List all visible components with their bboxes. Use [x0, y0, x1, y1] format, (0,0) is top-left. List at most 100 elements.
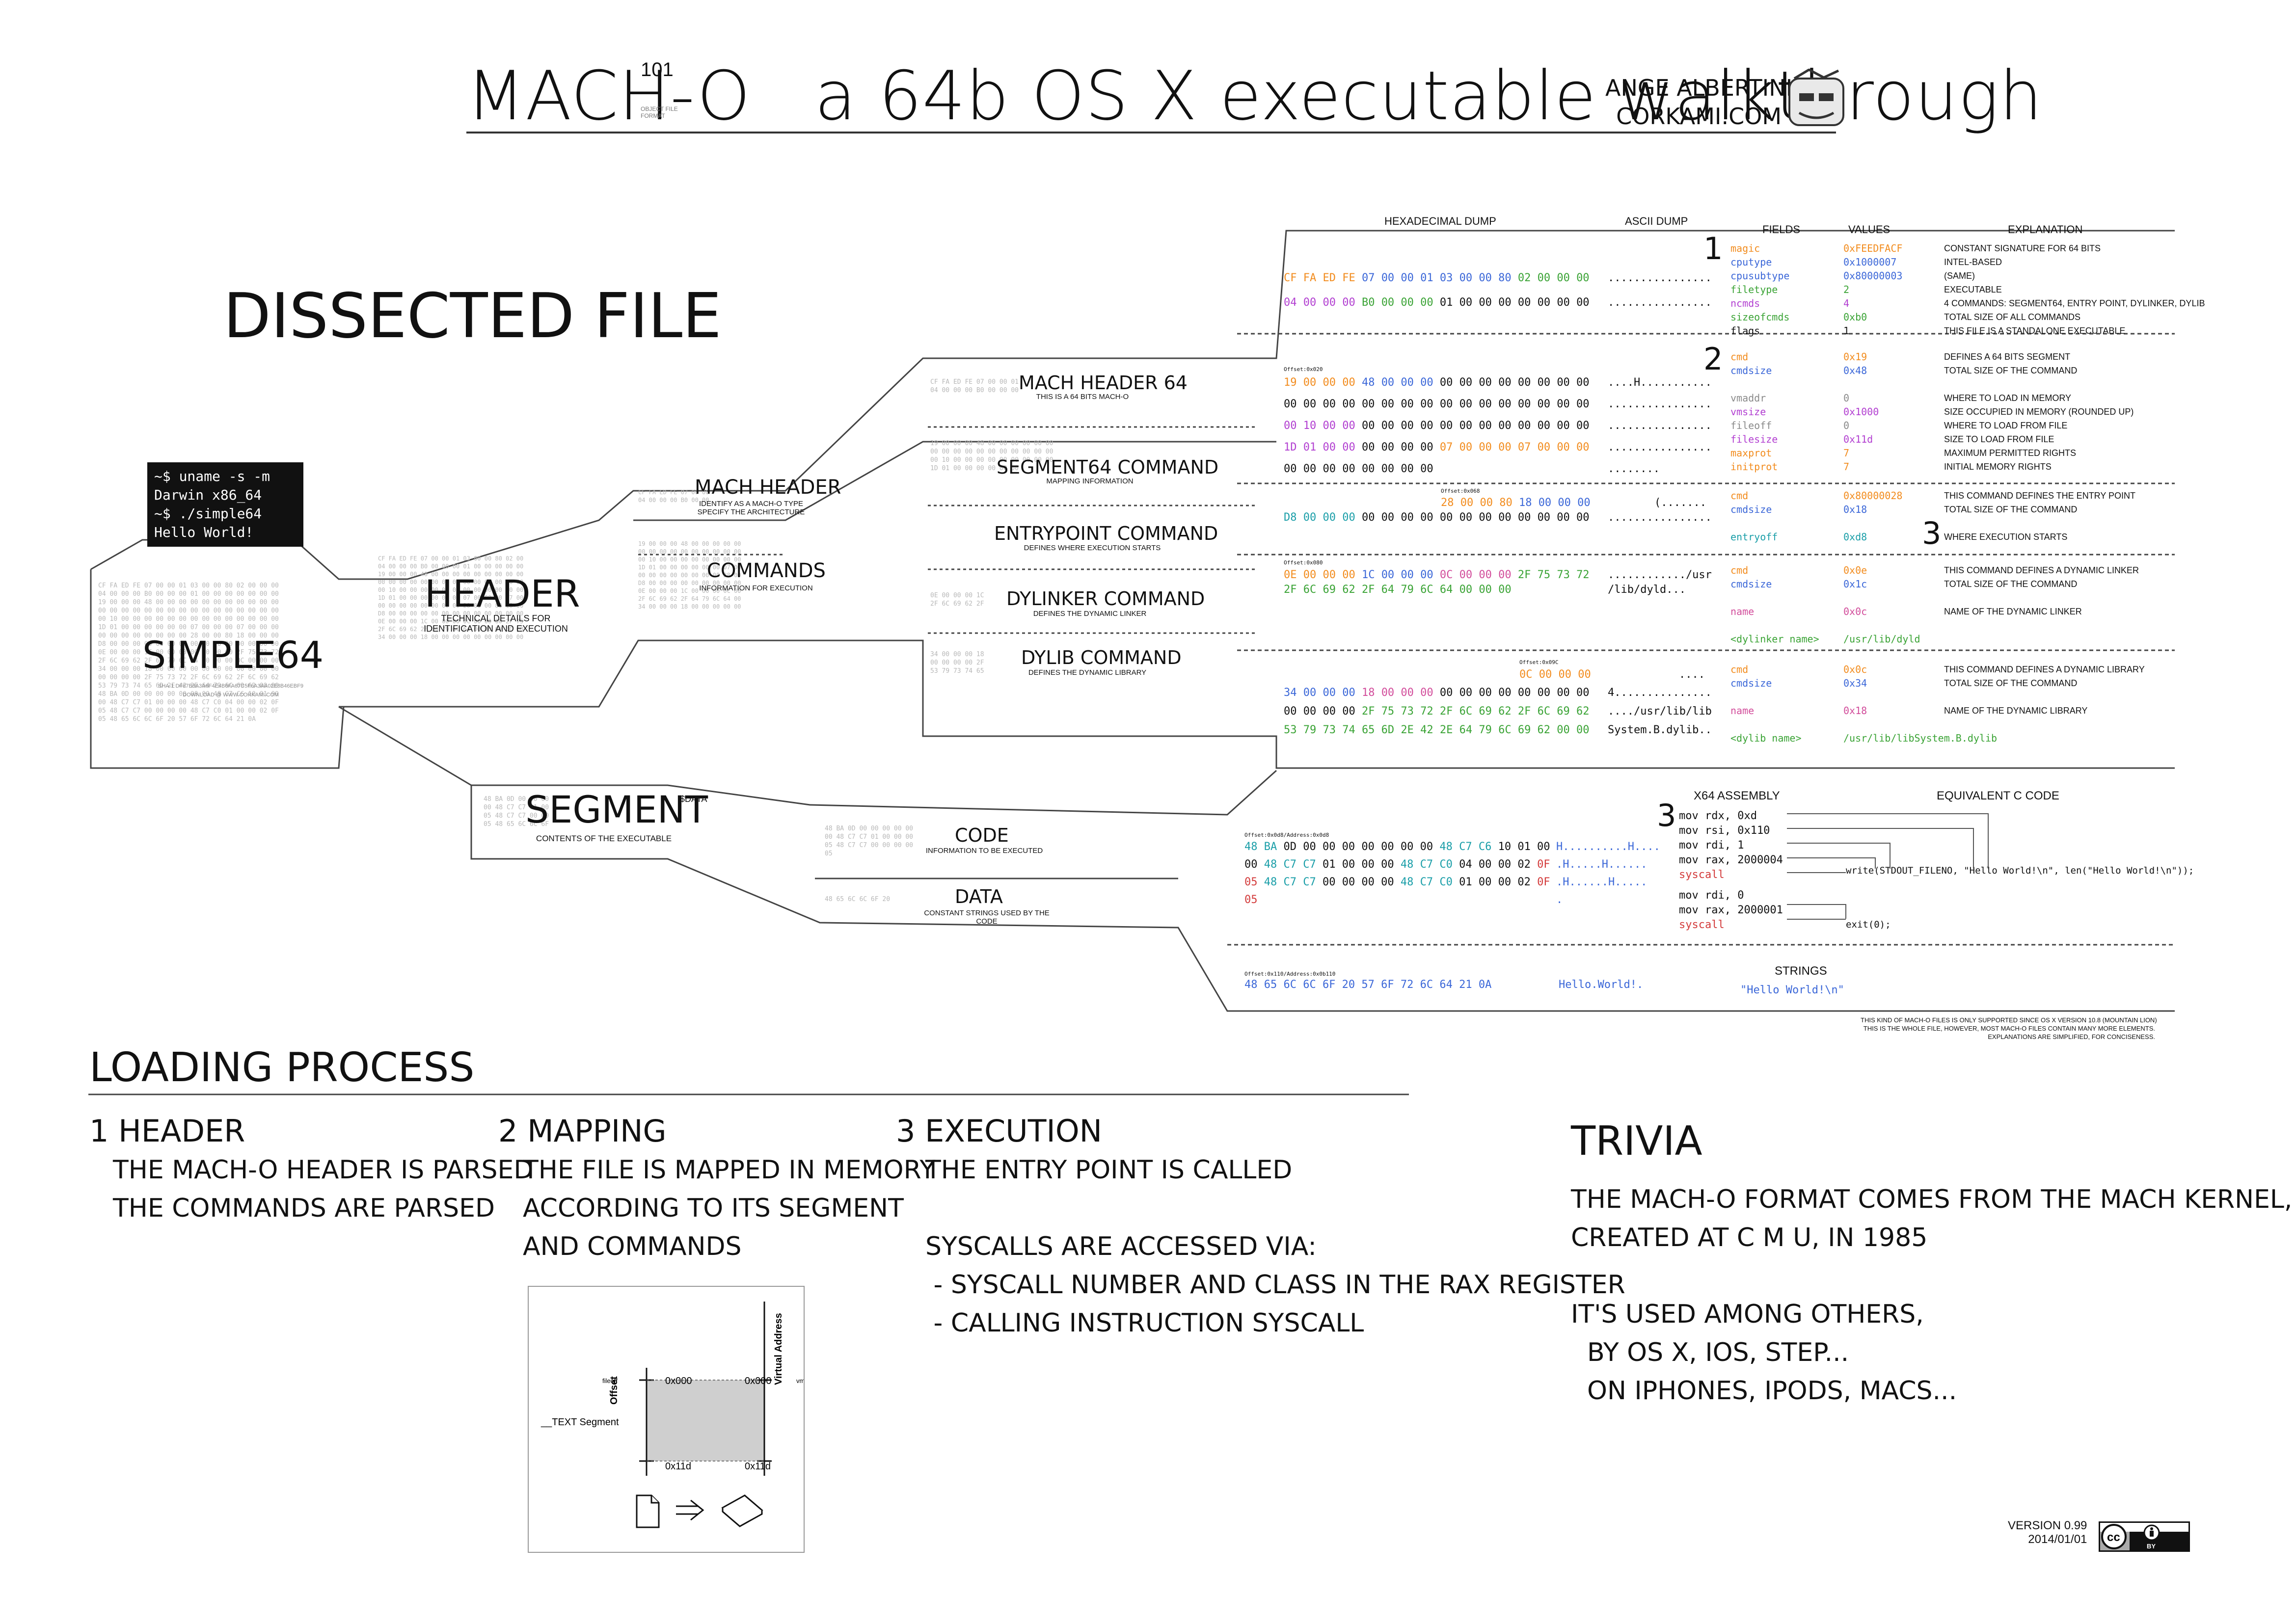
- field-cmdsize: cmdsize: [1730, 365, 1772, 376]
- segment-data-tag: $DATA: [680, 794, 707, 804]
- header-label: HEADER: [425, 572, 580, 615]
- section2-hex-row: 00 10 00 00 00 00 00 00 00 00 00 00 00 0…: [1284, 420, 1590, 432]
- version-number: VERSION 0.99: [2008, 1519, 2087, 1532]
- explain-cpusubtype: (SAME): [1944, 271, 1975, 281]
- dylinker-fields: cmd cmdsize name <dylinker name>: [1730, 563, 1819, 646]
- value-vmsize: 0x1000: [1843, 406, 1879, 418]
- commands-desc: INFORMATION FOR EXECUTION: [699, 584, 813, 592]
- value-fileoff: 0: [1843, 420, 1850, 431]
- dylib-hex0: 0C 00 00 00: [1519, 668, 1591, 681]
- loading-step1-label: HEADER: [118, 1113, 245, 1149]
- explain-flags: THIS FILE IS A STANDALONE EXECUTABLE: [1944, 326, 2126, 336]
- code-hex-row: 05: [1244, 894, 1258, 906]
- field-ncmds: ncmds: [1730, 297, 1760, 309]
- value-dylinker-cmd: 0x0e: [1843, 564, 1867, 576]
- segment-hex-backdrop: 48 BA 0D 00 00 00 00 48 C7 C7 01 00 05 4…: [484, 796, 549, 828]
- col-hex-header: HEXADECIMAL DUMP: [1384, 215, 1496, 227]
- loading-step3-label: EXECUTION: [925, 1113, 1103, 1149]
- asm-listing: mov rdx, 0xd mov rsi, 0x110 mov rdi, 1 m…: [1679, 809, 1783, 932]
- asm-line: mov rsi, 0x110: [1679, 825, 1770, 837]
- value-dylinker-namestr: /usr/lib/dyld: [1843, 633, 1920, 645]
- entry-ascii1: (.......: [1654, 497, 1706, 509]
- c-code-title: EQUIVALENT C CODE: [1937, 789, 2059, 802]
- simple64-hex-backdrop: CF FA ED FE 07 00 00 01 03 00 00 80 02 0…: [98, 582, 279, 723]
- code-ascii-row: .: [1556, 894, 1563, 906]
- asm-line: mov rdx, 0xd: [1679, 810, 1757, 822]
- dylib-explanations: THIS COMMAND DEFINES A DYNAMIC LIBRARY T…: [1944, 663, 2145, 718]
- explain-cputype: INTEL-BASED: [1944, 257, 2002, 267]
- section2-hex-row: 00 00 00 00 00 00 00 00 00 00 00 00 00 0…: [1284, 398, 1590, 410]
- field-dylib-cmdsize: cmdsize: [1730, 677, 1772, 689]
- value-ncmds: 4: [1843, 297, 1850, 309]
- segment-desc: CONTENTS OF THE EXECUTABLE: [536, 834, 672, 843]
- strings-hex: 48 65 6C 6C 6F 20 57 6F 72 6C 64 21 0A: [1244, 979, 1492, 991]
- field-dylinker-cmd: cmd: [1730, 564, 1749, 576]
- field-vmaddr: vmaddr: [1730, 392, 1766, 404]
- explain-dylinker-name: NAME OF THE DYNAMIC LINKER: [1944, 607, 2082, 616]
- field-dylib-namestr: <dylib name>: [1730, 732, 1802, 744]
- code-ascii-row: .H......H.....: [1556, 876, 1648, 888]
- map-offset-label: Offset: [609, 1376, 620, 1405]
- code-hex-backdrop: 48 BA 0D 00 00 00 00 00 00 48 C7 C7 01 0…: [825, 825, 914, 857]
- value-maxprot: 7: [1843, 447, 1850, 459]
- strings-title: STRINGS: [1775, 964, 1827, 978]
- dylib-desc: DEFINES THE DYNAMIC LIBRARY: [1028, 668, 1147, 677]
- col-explanation-header: EXPLANATION: [2008, 223, 2083, 236]
- field-maxprot: maxprot: [1730, 447, 1772, 459]
- entry-desc: DEFINES WHERE EXECUTION STARTS: [1024, 544, 1161, 552]
- field-entryoff: entryoff: [1730, 531, 1778, 543]
- header-desc: TECHNICAL DETAILS FOR IDENTIFICATION AND…: [424, 613, 568, 634]
- value-magic: 0xFEEDFACF: [1843, 242, 1903, 254]
- dylib-label: DYLIB COMMAND: [1021, 647, 1182, 668]
- field-dylinker-cmdsize: cmdsize: [1730, 578, 1772, 590]
- section2-fields: cmd cmdsize vmaddr vmsize fileoff filesi…: [1730, 350, 1778, 474]
- explain-dylinker-cmd: THIS COMMAND DEFINES A DYNAMIC LINKER: [1944, 565, 2139, 575]
- dylinker-offset: Offset:0x080: [1284, 559, 1323, 566]
- map-filesize-value: 0x11d: [665, 1461, 691, 1472]
- mach-header-hex-backdrop: CF FA ED FE 07 00 00 04 00 00 00 B0 00 0…: [638, 489, 709, 504]
- explain-cmd: DEFINES A 64 BITS SEGMENT: [1944, 352, 2071, 362]
- section1-number: 1: [1703, 231, 1723, 266]
- field-entry-cmd: cmd: [1730, 490, 1749, 502]
- dylinker-hex1: 0E 00 00 00 1C 00 00 00 0C 00 00 00 2F 7…: [1284, 569, 1590, 581]
- col-fields-header: FIELDS: [1762, 223, 1801, 236]
- field-vmsize: vmsize: [1730, 406, 1766, 418]
- dylib-hex1: 34 00 00 00 18 00 00 00 00 00 00 00 00 0…: [1284, 687, 1590, 699]
- map-vmaddr-value: 0x000: [745, 1376, 772, 1386]
- mach-header64-label: MACH HEADER 64: [1019, 372, 1188, 394]
- entry-hex2: D8 00 00 00 00 00 00 00 00 00 00 00 00 0…: [1284, 511, 1590, 524]
- explain-sizeofcmds: TOTAL SIZE OF ALL COMMANDS: [1944, 312, 2081, 322]
- map-segment-label: __TEXT Segment: [540, 1417, 619, 1428]
- code-hex-row: 48 BA 0D 00 00 00 00 00 00 00 48 C7 C6 1…: [1244, 841, 1550, 853]
- field-filetype: filetype: [1730, 284, 1778, 295]
- seg64-hex-backdrop: 19 00 00 00 48 00 00 00 00 00 00 00 00 0…: [930, 440, 1053, 472]
- mapping-diagram-svg: Offset Virtual Address fileoff vmaddr 0x…: [540, 1302, 818, 1528]
- segment-label: SEGMENT: [525, 788, 708, 831]
- memory-chip-icon: [721, 1494, 763, 1527]
- asm-line: mov rdi, 0: [1679, 889, 1744, 902]
- explain-maxprot: MAXIMUM PERMITTED RIGHTS: [1944, 448, 2076, 458]
- loading-heading: LOADING PROCESS: [89, 1044, 475, 1091]
- field-dylinker-name: name: [1730, 606, 1755, 617]
- section2-ascii-row: ........: [1608, 463, 1660, 475]
- explain-entryoff: WHERE EXECUTION STARTS: [1944, 532, 2068, 542]
- data-desc: CONSTANT STRINGS USED BY THE CODE: [924, 909, 1050, 926]
- explain-entry-cmdsize: TOTAL SIZE OF THE COMMAND: [1944, 505, 2078, 514]
- version-info: VERSION 0.99 2014/01/01: [2008, 1519, 2087, 1546]
- explain-vmsize: SIZE OCCUPIED IN MEMORY (ROUNDED UP): [1944, 407, 2134, 417]
- data-label: DATA: [955, 886, 1003, 907]
- field-initprot: initprot: [1730, 461, 1778, 473]
- dylinker-hex2: 2F 6C 69 62 2F 64 79 6C 64 00 00 00: [1284, 584, 1512, 596]
- field-cputype: cputype: [1730, 256, 1772, 268]
- data-hex-backdrop: 48 65 6C 6C 6F 20: [825, 896, 891, 903]
- value-cpusubtype: 0x80000003: [1843, 270, 1903, 282]
- asm-line: syscall: [1679, 919, 1725, 931]
- section2-hex-row: 19 00 00 00 48 00 00 00 00 00 00 00 00 0…: [1284, 376, 1590, 389]
- asm-line: mov rax, 2000001: [1679, 904, 1783, 916]
- asm-to-c-arrows: [1787, 813, 1989, 920]
- author: ANGE ALBERTINI CORKAMI.COM: [1605, 74, 1792, 131]
- mach-header-label: MACH HEADER: [695, 476, 841, 499]
- dylib-hex2: 00 00 00 00 2F 75 73 72 2F 6C 69 62 2F 6…: [1284, 705, 1590, 718]
- code-number: 3: [1657, 798, 1676, 833]
- value-dylib-cmd: 0x0c: [1843, 664, 1867, 675]
